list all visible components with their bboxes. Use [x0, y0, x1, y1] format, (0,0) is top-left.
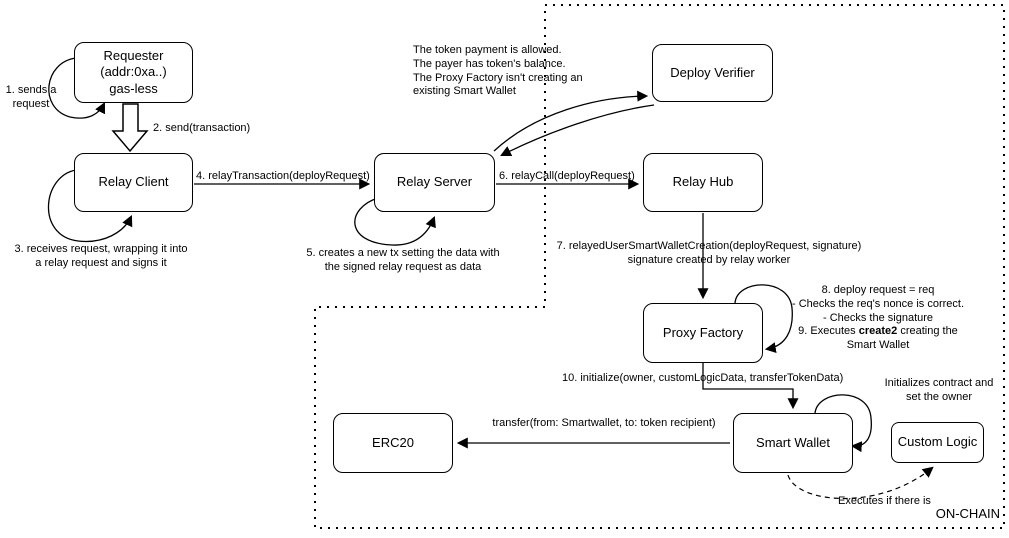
node-smart-wallet: Smart Wallet: [733, 413, 853, 473]
label-step7: 7. relayedUserSmartWalletCreation(deploy…: [556, 240, 862, 266]
proxy-factory-self-loop-arrow: [734, 284, 793, 354]
label-executes-note: Executes if there is: [838, 495, 931, 507]
executes-dashed-arrow: [787, 466, 934, 500]
node-relay-client: Relay Client: [74, 153, 193, 212]
step9-text: 9. Executes create2 creating the: [798, 325, 958, 338]
node-deploy-verifier: Deploy Verifier: [652, 44, 773, 102]
step9-line2: Smart Wallet: [846, 339, 910, 351]
label-verifier-note: The token payment is allowed. The payer …: [413, 44, 583, 98]
server-to-verifier-arrow: [493, 90, 649, 152]
step9-create2-bold: create2: [858, 325, 898, 338]
relay-server-self-loop-arrow: [354, 197, 436, 246]
label-step1: 1. sends a request: [5, 84, 57, 110]
verifier-to-server-arrow: [500, 104, 655, 156]
node-custom-logic: Custom Logic: [891, 422, 984, 463]
node-relay-hub: Relay Hub: [643, 153, 763, 212]
step8-text: 8. deploy request = req - Checks the req…: [791, 284, 965, 324]
label-transfer: transfer(from: Smartwallet, to: token re…: [492, 417, 716, 429]
node-requester: Requester (addr:0xa..) gas-less: [74, 42, 193, 103]
smart-wallet-self-loop-arrow: [814, 394, 872, 453]
requester-self-loop-arrow: [48, 57, 105, 119]
label-onchain-region: ON-CHAIN: [935, 506, 1000, 521]
label-step6: 6. relayCall(deployRequest): [499, 170, 635, 182]
label-step4: 4. relayTransaction(deployRequest): [196, 170, 370, 182]
onchain-boundary: [314, 4, 1005, 529]
label-step8-9: 8. deploy request = req - Checks the req…: [782, 284, 974, 353]
node-erc20: ERC20: [333, 413, 453, 473]
node-proxy-factory: Proxy Factory: [643, 303, 763, 363]
label-step10: 10. initialize(owner, customLogicData, t…: [562, 372, 844, 384]
send-transaction-block-arrow: [111, 103, 149, 153]
label-step2: 2. send(transaction): [153, 122, 251, 134]
label-init-note: Initializes contract and set the owner: [884, 377, 994, 403]
node-relay-server: Relay Server: [374, 153, 495, 212]
relay-client-self-loop-arrow: [47, 169, 133, 243]
proxy-to-wallet-arrow: [702, 363, 799, 410]
label-step3: 3. receives request, wrapping it into a …: [14, 243, 188, 269]
label-step5: 5. creates a new tx setting the data wit…: [306, 247, 500, 273]
